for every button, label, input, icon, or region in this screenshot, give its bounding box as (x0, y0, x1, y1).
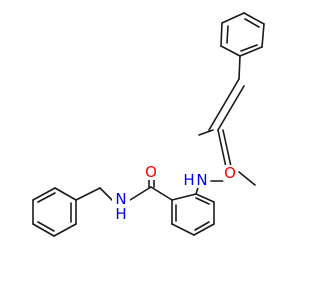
nitrogen-atom-label: N (196, 171, 207, 189)
top-phenyl-ring (220, 12, 265, 57)
benzyl-linker (75, 187, 113, 201)
atom-label-o1: O (144, 163, 158, 181)
atom-label-o2: O (223, 164, 237, 182)
atom-label-n1: N H (112, 190, 130, 223)
molecule-structure: O N H N H O (32, 12, 265, 237)
hydrogen-atom-label: H (115, 205, 126, 223)
nitrogen-atom-label: N (115, 190, 126, 208)
molecule-canvas: O N H N H O (32, 12, 265, 237)
oxygen-atom-label: O (145, 163, 157, 181)
oxygen-atom-label: O (224, 164, 236, 182)
vinyl-linker (198, 55, 245, 136)
atom-label-n2: N H (182, 170, 210, 189)
central-benzene-ring (171, 180, 215, 236)
benzyl-phenyl-ring (32, 187, 77, 237)
hydrogen-atom-label: H (183, 171, 194, 189)
